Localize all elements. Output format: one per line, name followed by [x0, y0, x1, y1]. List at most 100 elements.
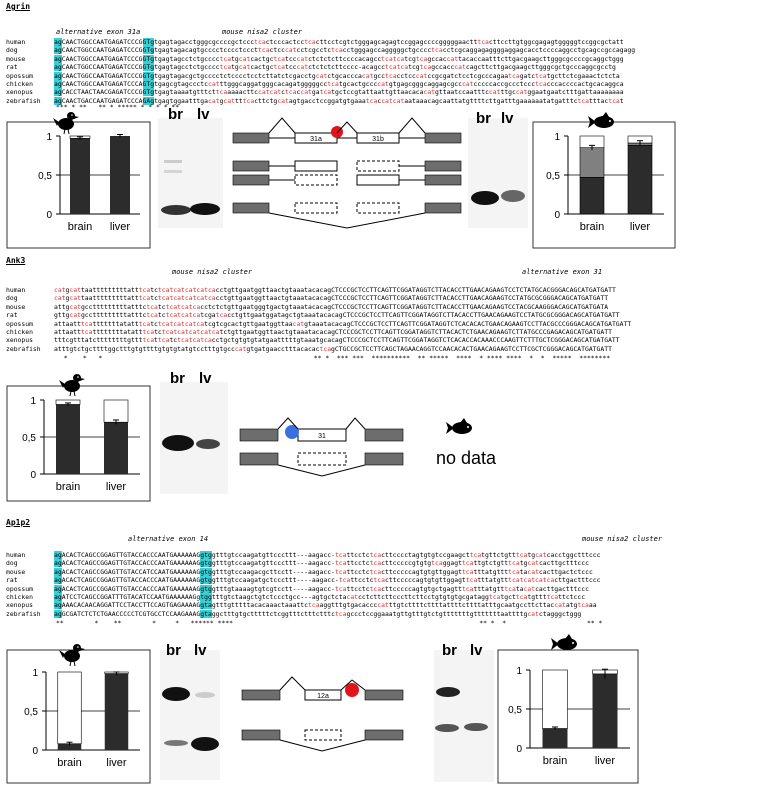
ank3-gene-model: 31: [239, 417, 472, 477]
ap1p2-gel-right: [434, 650, 494, 782]
sequence: agACACTCAGCCGGAGTTGTACCACCCAATGAAAAAAGgt…: [54, 559, 589, 568]
category-label: brain: [56, 481, 80, 493]
y-tick-label: 0: [32, 746, 38, 757]
ap1p2-bird-chart: 0 0,5 1 brain liver: [24, 644, 140, 769]
ank3-note-cluster: mouse nisa2 cluster: [172, 268, 253, 276]
bar: [57, 743, 82, 750]
alignment-row: opossum attaatttcatttttttatatttcatctcatca…: [6, 320, 631, 328]
sequence: agCAACTGGCCAATGAGATCCCAGTgtgagcgtagccctc…: [54, 80, 624, 89]
gene-title-agrin: Agrin: [6, 2, 31, 11]
y-tick-label: 1: [554, 132, 560, 143]
exon-label: 31b: [372, 136, 384, 143]
sequence: agGCGATCTCTCTGAACCCCCTCGTGCCTCCAAGAAAGgt…: [54, 609, 582, 618]
gel-band: [190, 203, 220, 215]
bar-remainder: [57, 671, 82, 745]
nisa2-cluster-dot: [345, 683, 359, 697]
bar: [627, 145, 653, 215]
ank3-conservation: * * * ** * *** *** ********** ** ***** *…: [56, 354, 611, 362]
sequence: agCAACTGGCCAATGAGATCCCGGTgtgagtagacctggg…: [54, 38, 624, 46]
sequence: gttgcatgcctttttttttatttctcatctcatcatcatc…: [54, 311, 620, 320]
species-label: mouse: [6, 302, 26, 311]
alignment-row: zebrafish atttgtctgcttttggctttgtgttttgtgt…: [6, 345, 631, 353]
ap1p2-gene-model: 12a: [241, 676, 404, 752]
species-label: human: [6, 286, 26, 294]
agrin-note-cluster: mouse nisa2 cluster: [222, 28, 303, 36]
species-label: rat: [6, 63, 18, 72]
sequence: agACACTCAGCCGGAGTTGTACCACCCAATGAAAAAAGgt…: [54, 551, 601, 559]
sequence: agCAACTGGCCAATGAGATCCCGGTgtgagtagacagtgc…: [54, 46, 636, 55]
species-label: zebrafish: [6, 344, 41, 353]
species-label: dog: [6, 559, 18, 568]
agrin-note-exon: alternative exon 31a: [56, 28, 141, 36]
species-label: zebrafish: [6, 609, 41, 618]
sequence: attaatttcattttttttatatttcatctcatcatcatca…: [54, 328, 612, 337]
gel-band: [191, 737, 219, 751]
ap1p2-figure: 0 0,5 1 brain liver 12a 0 0,5 1 brain liver: [6, 634, 639, 784]
y-tick-label: 1: [32, 668, 38, 679]
y-tick-label: 0,5: [24, 707, 38, 718]
y-tick-label: 0: [516, 744, 522, 755]
bird-icon: [53, 112, 79, 135]
category-label: brain: [580, 221, 604, 233]
sequence: agCACCTAACTAACGAGATCCCGGTgtgagtaaaatgttt…: [54, 88, 624, 97]
ap1p2-note-cluster: mouse nisa2 cluster: [582, 535, 663, 543]
fish-icon: [446, 418, 472, 434]
bar: [579, 177, 605, 215]
y-tick-label: 0: [46, 210, 52, 221]
ap1p2-gel-left: [160, 650, 220, 780]
ank3-gel-label-lv: lv: [199, 370, 212, 387]
category-label: brain: [68, 221, 92, 233]
sequence: attaatttcatttttttatatttcatctcatcatcatcat…: [54, 319, 632, 328]
gel-band: [162, 435, 194, 451]
gel-band: [164, 740, 188, 746]
sequence: agATCCTCAGCCGGATTTGTACATCCAATGAAAAAAGgtg…: [54, 593, 586, 602]
species-label: chicken: [6, 328, 33, 337]
species-label: xenopus: [6, 336, 33, 345]
agrin-gel-label-br: br: [168, 106, 183, 123]
alignment-row: chicken agATCCTCAGCCGGATTTGTACATCCAATGAAA…: [6, 593, 600, 602]
species-label: chicken: [6, 593, 33, 602]
fish-icon: [588, 112, 614, 128]
species-label: opossum: [6, 319, 33, 328]
sequence: agACACTCAGCCGGAGTTGTACCACCCAATGAAAAAAGgt…: [54, 584, 589, 593]
sequence: catgcattaatttttttttatttcatctcatcatcatcat…: [54, 286, 616, 294]
species-label: opossum: [6, 584, 33, 593]
species-label: mouse: [6, 567, 26, 576]
bird-icon: [59, 644, 85, 667]
species-label: xenopus: [6, 88, 33, 97]
gel-band: [471, 191, 499, 205]
category-label: brain: [57, 757, 81, 769]
agrin-conservation: *** * ** ** * ***** * * * * **: [56, 103, 180, 111]
sequence: atttgtctgcttttggctttgtgttttgtgtgtatgtcct…: [54, 344, 612, 353]
category-label: liver: [106, 757, 127, 769]
gel-band: [501, 190, 525, 202]
y-tick-label: 0,5: [508, 705, 522, 716]
y-tick-label: 1: [30, 396, 36, 407]
alignment-row: human catgcattaatttttttttatttcatctcatcatc…: [6, 286, 631, 294]
category-label: brain: [543, 755, 567, 767]
gel-band: [162, 687, 190, 701]
species-label: rat: [6, 311, 18, 320]
species-label: dog: [6, 294, 18, 303]
species-label: dog: [6, 46, 18, 55]
ap1p2-gel-label-lv: lv: [194, 642, 207, 659]
ap1p2-gel-label-br: br: [166, 642, 181, 659]
ank3-note-exon: alternative exon 31: [522, 268, 603, 276]
gel-band: [195, 692, 215, 698]
